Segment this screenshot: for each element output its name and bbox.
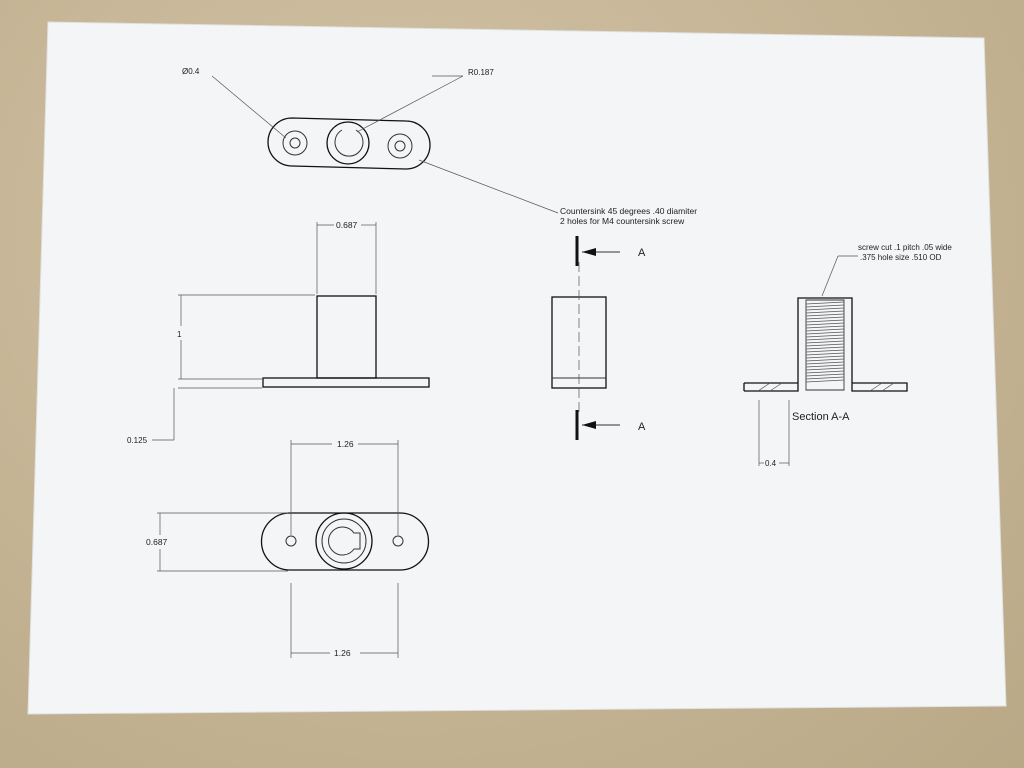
front-view-base bbox=[262, 377, 430, 388]
label-126-bottom: 1.26 bbox=[334, 648, 351, 658]
top-view-outline bbox=[267, 117, 431, 170]
bottom-view-boss-inner bbox=[328, 526, 361, 556]
section-outline bbox=[744, 297, 908, 392]
label-126-top: 1.26 bbox=[337, 439, 354, 449]
label-countersink-1: Countersink 45 degrees .40 diamiter bbox=[560, 206, 697, 216]
hatch-1 bbox=[757, 382, 771, 392]
section-arrowhead-bottom bbox=[582, 421, 596, 429]
hatch-2 bbox=[769, 382, 783, 392]
leader-radius bbox=[356, 75, 464, 133]
top-view-hole-right-outer bbox=[387, 133, 413, 159]
bottom-view-outline bbox=[260, 512, 430, 571]
label-04-section: 0.4 bbox=[765, 459, 777, 468]
label-0687-top: 0.687 bbox=[336, 220, 358, 230]
section-label-top: A bbox=[638, 247, 646, 259]
thread-lines bbox=[805, 301, 845, 383]
label-screw-2: .375 hole size .510 OD bbox=[860, 253, 942, 262]
label-0125: 0.125 bbox=[127, 436, 148, 445]
section-label-bottom: A bbox=[638, 421, 646, 433]
bottom-view-hole-left bbox=[285, 535, 297, 547]
label-1: 1 bbox=[177, 330, 182, 339]
top-view-boss-outer bbox=[326, 121, 370, 165]
section-arrowhead-top bbox=[582, 248, 596, 256]
bottom-view-boss-outer bbox=[315, 512, 373, 570]
label-screw-1: screw cut .1 pitch .05 wide bbox=[858, 243, 952, 252]
top-view-hole-right-inner bbox=[394, 140, 406, 152]
top-view-hole-left-inner bbox=[289, 137, 301, 149]
label-dia-04: Ø0.4 bbox=[182, 67, 200, 76]
label-countersink-2: 2 holes for M4 countersink screw bbox=[560, 216, 685, 226]
label-0687-side: 0.687 bbox=[146, 537, 168, 547]
leader-screw bbox=[821, 255, 839, 297]
label-r-0187: R0.187 bbox=[468, 68, 494, 77]
leader-countersink bbox=[418, 159, 559, 214]
top-view-boss-inner bbox=[334, 129, 364, 157]
top-view: Ø0.4 R0.187 Countersink 45 degrees .40 d… bbox=[182, 67, 697, 226]
bottom-view-hole-right bbox=[392, 535, 404, 547]
section-title: Section A-A bbox=[792, 411, 850, 423]
bottom-view-boss-mid bbox=[321, 518, 367, 564]
top-view-hole-left-outer bbox=[282, 130, 308, 156]
leader-dia bbox=[211, 75, 287, 139]
bottom-view: 1.26 0.687 1.26 bbox=[146, 439, 430, 658]
front-view: 0.687 1 0.125 bbox=[127, 220, 430, 445]
hatch-3 bbox=[869, 382, 883, 392]
paper-sheet bbox=[27, 21, 1007, 715]
hatch-4 bbox=[881, 382, 895, 392]
side-view: A A bbox=[551, 236, 646, 440]
section-view: screw cut .1 pitch .05 wide .375 hole si… bbox=[743, 243, 952, 468]
